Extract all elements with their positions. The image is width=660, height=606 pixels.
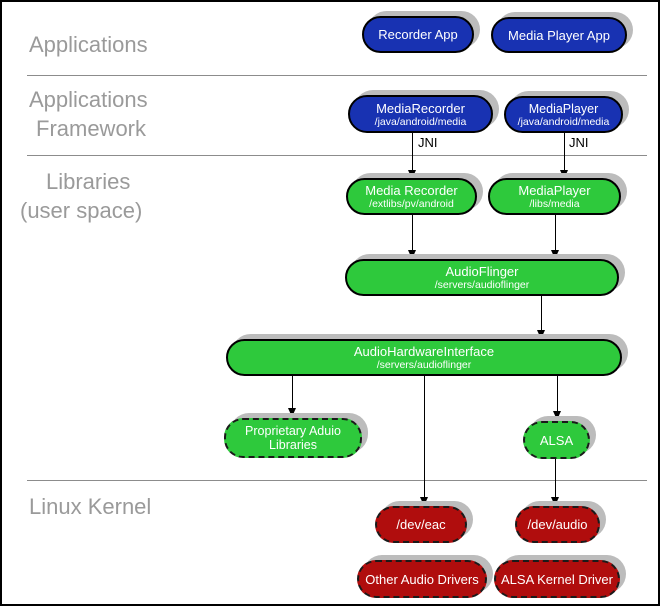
node-mediarecorder-framework: MediaRecorder /java/android/media: [348, 95, 493, 133]
divider-libraries-kernel: [27, 480, 647, 481]
node-label: MediaPlayer: [528, 101, 599, 116]
node-label: AudioFlinger: [445, 264, 519, 279]
layer-label-applications-framework-line2: Framework: [36, 116, 147, 141]
node-mediaplayer-framework: MediaPlayer /java/android/media: [504, 96, 623, 133]
node-media-recorder-lib: Media Recorder /extlibs/pv/android: [346, 178, 477, 215]
node-label: ALSA Kernel Driver: [501, 571, 613, 587]
node-audiohardwareinterface: AudioHardwareInterface /servers/audiofli…: [226, 339, 622, 376]
arrow-mediarecorder-to-audioflinger: [408, 215, 416, 259]
jni-label-left: JNI: [418, 135, 438, 150]
node-path: /java/android/media: [374, 115, 467, 128]
node-label: MediaPlayer: [518, 183, 591, 198]
arrow-alsa-to-dev-audio: [551, 459, 559, 506]
layer-label-applications: Applications: [29, 32, 148, 57]
node-path: /libs/media: [529, 198, 580, 210]
node-label-line2: Libraries: [269, 438, 317, 452]
arrow-mediaplayer-jni: [560, 133, 568, 179]
node-label: ALSA: [539, 432, 574, 448]
arrow-ahi-to-alsa: [553, 376, 561, 420]
node-path: /servers/audioflinger: [376, 359, 472, 371]
node-mediaplayer-lib: MediaPlayer /libs/media: [488, 178, 621, 215]
arrow-ahi-to-dev-eac: [420, 376, 428, 506]
layer-label-linux-kernel: Linux Kernel: [29, 494, 152, 519]
arrow-audioflinger-to-ahi: [537, 296, 545, 339]
node-path: /servers/audioflinger: [434, 279, 530, 291]
node-path: /extlibs/pv/android: [369, 198, 454, 210]
node-label: Recorder App: [378, 27, 458, 42]
node-audioflinger: AudioFlinger /servers/audioflinger: [345, 259, 619, 296]
node-media-player-app: Media Player App: [491, 17, 627, 53]
jni-label-right: JNI: [569, 135, 589, 150]
node-recorder-app: Recorder App: [362, 16, 474, 53]
layer-label-libraries-line1: Libraries: [46, 169, 131, 194]
node-label: MediaRecorder: [376, 100, 465, 116]
arrow-mediarecorder-jni: [408, 133, 416, 179]
layer-label-applications-framework-line1: Applications: [29, 87, 148, 112]
node-label-line1: Proprietary Aduio: [245, 424, 341, 438]
arrow-ahi-to-proprietary: [288, 376, 296, 417]
node-label: /dev/audio: [527, 517, 588, 532]
divider-applications-framework: [27, 75, 647, 76]
divider-framework-libraries: [27, 155, 647, 156]
node-alsa-kernel-driver: ALSA Kernel Driver: [494, 560, 620, 598]
arrow-mediaplayer-to-audioflinger: [551, 215, 559, 259]
layer-label-libraries-line2: (user space): [20, 198, 143, 223]
node-path: /java/android/media: [517, 115, 610, 128]
node-label: Media Recorder: [365, 183, 458, 198]
node-proprietary-audio-libraries: Proprietary Aduio Libraries: [224, 418, 362, 458]
node-other-audio-drivers: Other Audio Drivers: [357, 560, 487, 598]
node-alsa: ALSA: [523, 421, 590, 459]
node-label: AudioHardwareInterface: [353, 344, 495, 359]
node-dev-eac: /dev/eac: [375, 506, 467, 543]
node-dev-audio: /dev/audio: [515, 506, 600, 543]
node-label: /dev/eac: [396, 517, 446, 532]
node-label: Other Audio Drivers: [365, 571, 479, 587]
node-label: Media Player App: [508, 27, 610, 43]
